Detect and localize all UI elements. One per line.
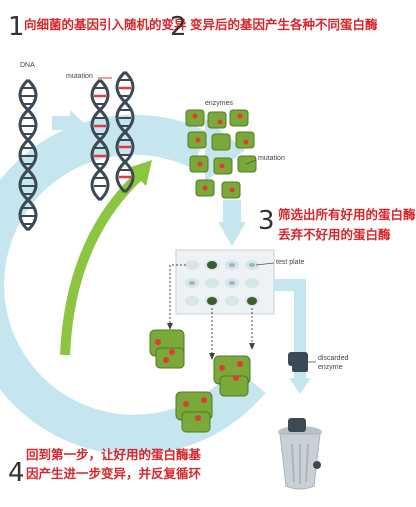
step-2-number: 2 [170,12,187,42]
step-1-text: 向细菌的基因引入随机的变异 [24,17,187,32]
test-plate-pointer [255,262,275,266]
step-4-text-line2: 因产生进一步变异，并反复循环 [26,466,202,481]
selection-dotted-lines [169,264,253,355]
discarded-label-line1: discarded [318,355,349,362]
dna-label: DNA [20,62,35,69]
discarded-enzyme [288,352,308,372]
enzyme-mutation-pointer [245,159,257,165]
inner-green-arrow [60,171,144,356]
discard-path [274,279,306,380]
step-1-number: 1 [8,12,25,42]
inner-green-arrow-head [128,160,152,186]
step-4-text-line1: 回到第一步，让好用的蛋白酶基 [26,447,202,462]
enzyme-mutation-label: mutation [258,155,285,162]
enzyme-flow-arrow [148,134,178,160]
step-3-text-line2: 丢弃不好用的蛋白酶 [278,227,391,242]
selected-enzyme-1 [149,329,185,369]
mutation-base-pairs [94,86,131,179]
step-2-text: 变异后的基因产生各种不同蛋白酶 [190,17,378,32]
selected-enzyme-2 [213,355,251,397]
trash-bin-icon [278,418,322,490]
dna-flow-arrow [52,110,84,136]
dna-mutation-label: mutation [66,73,93,80]
step-4-number: 4 [8,458,25,488]
enzymes-label: enzymes [205,100,234,107]
selected-enzyme-3 [175,391,213,433]
discarded-label-line2: enzyme [318,364,343,371]
mutated-base-pairs [94,79,131,187]
test-plate [175,249,275,315]
mutated-dna-helix-1 [90,78,110,202]
dna-base-pairs [20,87,36,225]
flow-arrow-down-head [218,222,246,246]
mutated-dna-helix-2 [115,70,135,194]
test-plate-label: test plate [276,259,305,266]
discard-arrow-head [289,378,311,394]
enzyme-cluster [185,109,257,199]
step-3-text-line1: 筛选出所有好用的蛋白酶, [278,207,416,222]
step-3-number: 3 [258,206,275,236]
